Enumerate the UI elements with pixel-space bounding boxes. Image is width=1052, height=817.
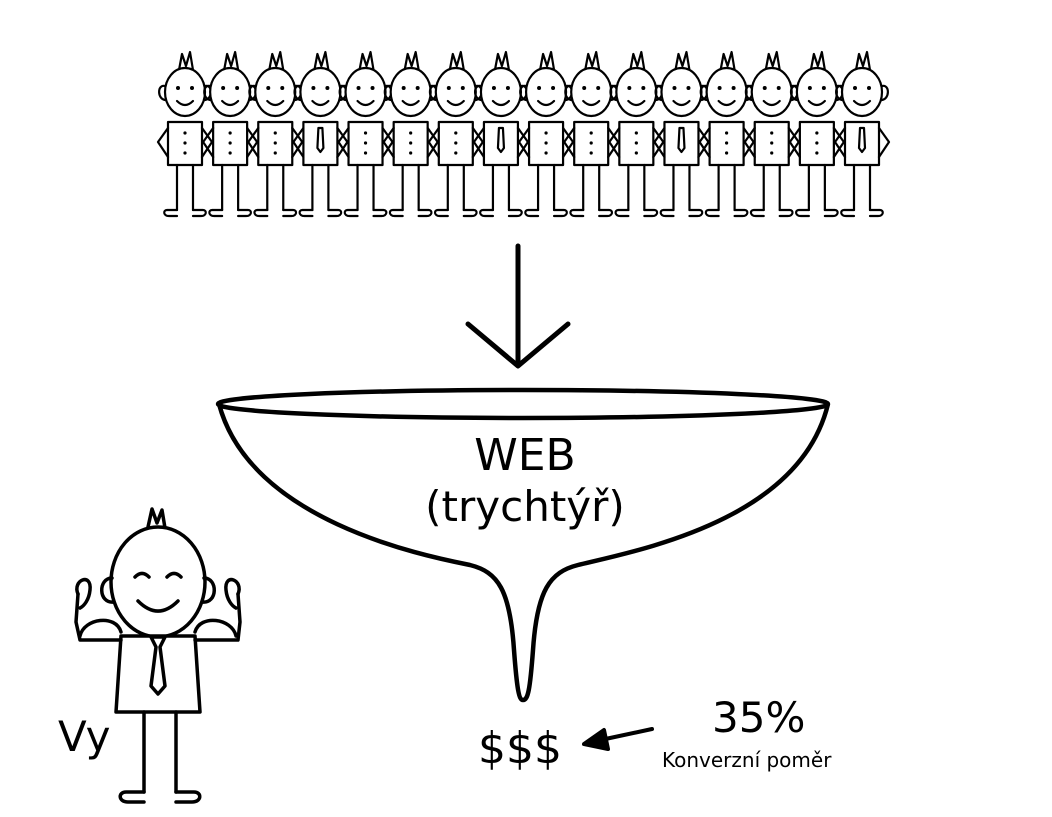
visitor-figure xyxy=(427,50,484,218)
visitor-figure xyxy=(517,50,575,218)
funnel-title: WEB xyxy=(474,430,576,481)
conversion-rate-caption: Konverzní poměr xyxy=(662,748,832,772)
visitor-figure xyxy=(743,50,800,218)
visitor-figure xyxy=(608,50,665,218)
visitor-figure xyxy=(337,50,394,218)
visitor-figure xyxy=(472,50,530,218)
visitor-figure xyxy=(653,50,710,218)
visitor-figure xyxy=(698,50,755,218)
visitor-figure xyxy=(156,50,214,218)
conversion-rate-value: 35% xyxy=(712,693,806,742)
funnel-shape xyxy=(215,387,831,703)
visitor-figure xyxy=(833,50,891,218)
visitor-figure xyxy=(202,50,259,218)
visitor-crowd xyxy=(156,50,891,218)
money-output-label: $$$ xyxy=(478,723,562,774)
visitor-figure xyxy=(382,50,439,218)
conversion-arrow xyxy=(582,727,654,751)
visitor-figure xyxy=(247,50,304,218)
down-arrow xyxy=(465,243,571,369)
funnel-subtitle: (trychtýř) xyxy=(425,482,625,531)
visitor-figure xyxy=(563,50,620,218)
visitor-figure xyxy=(292,50,349,218)
visitor-figure xyxy=(788,50,845,218)
you-figure xyxy=(74,507,242,804)
you-label: Vy xyxy=(58,712,111,761)
